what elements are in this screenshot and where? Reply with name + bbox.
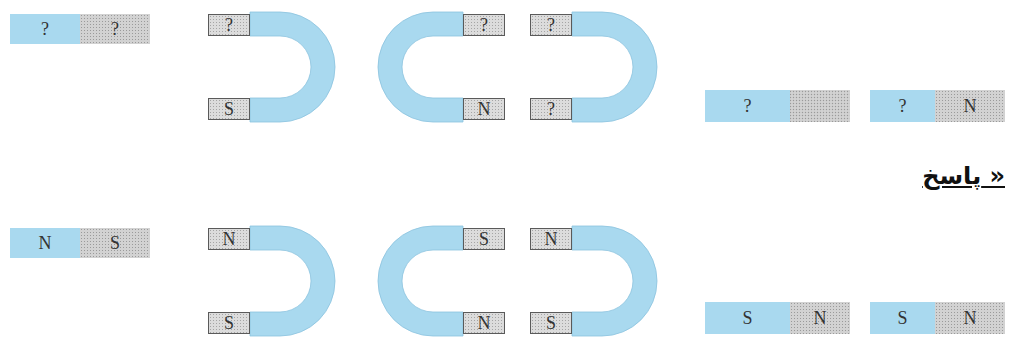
magnet-pole: S: [80, 228, 150, 258]
magnet-pole: N: [208, 228, 250, 250]
pole-letter: S: [224, 100, 234, 118]
magnet-pole: S: [208, 312, 250, 334]
pole-letter: ?: [111, 20, 119, 38]
pole-letter: N: [964, 97, 977, 115]
answer-heading: پاسخ »: [922, 162, 1005, 190]
u-magnet-bodies: [250, 12, 657, 336]
pole-letter: ?: [744, 97, 752, 115]
magnet-pole: S: [870, 302, 935, 334]
pole-letter: N: [478, 100, 491, 118]
u-magnet-body: [250, 226, 335, 336]
magnet-pole: S: [208, 98, 250, 120]
u-magnet-body: [250, 12, 335, 122]
pole-letter: S: [110, 234, 120, 252]
pole-letter: ?: [41, 20, 49, 38]
pole-letter: S: [479, 230, 489, 248]
magnet-pole: S: [705, 302, 790, 334]
magnet-pole: ?: [530, 98, 572, 120]
magnet-pole: ?: [870, 90, 935, 122]
pole-letter: ?: [225, 16, 233, 34]
magnet-pole: N: [935, 90, 1005, 122]
pole-letter: S: [742, 309, 752, 327]
pole-letter: N: [545, 230, 558, 248]
pole-letter: N: [964, 309, 977, 327]
magnet-pole: S: [530, 312, 572, 334]
pole-letter: S: [224, 314, 234, 332]
pole-letter: ?: [480, 16, 488, 34]
pole-letter: N: [223, 230, 236, 248]
magnet-pole: N: [463, 98, 505, 120]
pole-letter: N: [814, 309, 827, 327]
magnet-pole: ?: [208, 14, 250, 36]
magnet-pole: S: [463, 228, 505, 250]
pole-letter: ?: [547, 100, 555, 118]
u-magnet-body: [378, 226, 463, 336]
magnet-pole: ?: [463, 14, 505, 36]
magnet-pole: ?: [80, 14, 150, 44]
pole-letter: N: [39, 234, 52, 252]
u-magnet-body: [572, 12, 657, 122]
pole-letter: ?: [899, 97, 907, 115]
magnet-pole: N: [935, 302, 1005, 334]
magnet-pole: ?: [530, 14, 572, 36]
pole-letter: S: [897, 309, 907, 327]
pole-letter: S: [546, 314, 556, 332]
pole-letter: N: [478, 314, 491, 332]
magnet-pole: N: [10, 228, 80, 258]
magnet-pole: ?: [10, 14, 80, 44]
u-magnet-body: [378, 12, 463, 122]
empty-pole: [790, 90, 850, 122]
u-magnet-body: [572, 226, 657, 336]
magnet-pole: N: [463, 312, 505, 334]
magnet-pole: N: [790, 302, 850, 334]
pole-letter: ?: [547, 16, 555, 34]
magnet-pole: N: [530, 228, 572, 250]
magnet-pole: ?: [705, 90, 790, 122]
